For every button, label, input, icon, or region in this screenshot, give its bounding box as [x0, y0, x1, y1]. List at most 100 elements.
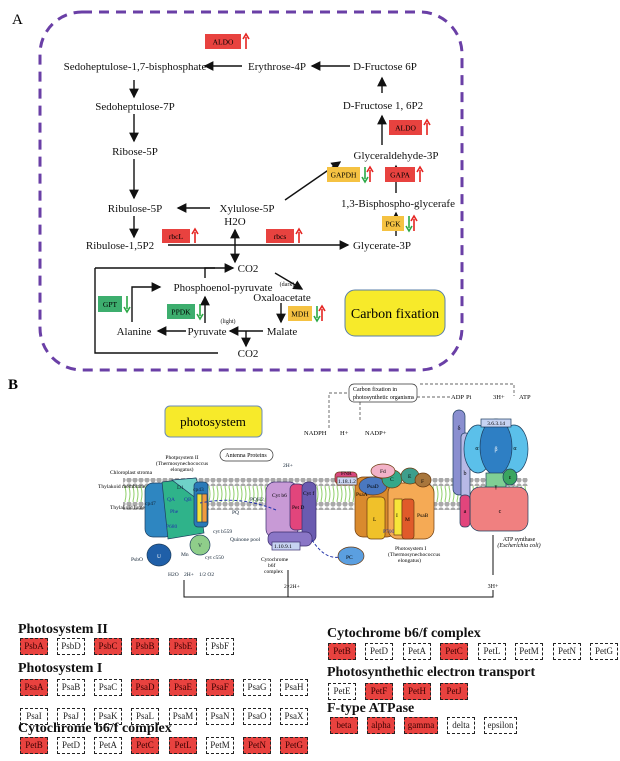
gene-box-petf[interactable]: PetF: [365, 683, 393, 700]
enzyme-pgk[interactable]: PGK: [382, 214, 418, 233]
enzyme-aldo2[interactable]: ALDO: [389, 118, 431, 135]
gene-box-psan[interactable]: PsaN: [206, 708, 234, 725]
metabolite-sedoheptulose-7p: Sedoheptulose-7P: [95, 101, 174, 113]
2h-top-label: 2H+: [283, 463, 293, 469]
alpha-label-right: α: [513, 446, 517, 452]
metabolite-ribose-5p: Ribose-5P: [112, 146, 158, 158]
gene-box-alpha[interactable]: alpha: [367, 717, 395, 734]
panel-b-diagram: B photosystem Carbon fixation in photosy…: [8, 377, 541, 598]
gene-box-petl[interactable]: PetL: [478, 643, 506, 660]
enzyme-mdh[interactable]: MDH: [288, 304, 326, 323]
down-regulated-arrow-icon: [361, 167, 369, 184]
antenna-proteins-label: Antenna Proteins: [225, 453, 267, 459]
gene-box-pete[interactable]: PetE: [328, 683, 356, 700]
gene-box-psaa[interactable]: PsaA: [20, 679, 48, 696]
photosystem-ii[interactable]: [144, 477, 211, 567]
enzyme-rbcl[interactable]: rbcL: [162, 227, 199, 243]
metabolite-bisphosphoglycerate: 1,3-Bisphospho-glycerafe: [341, 198, 455, 210]
gene-box-petd[interactable]: PetD: [57, 737, 85, 754]
gene-box-psba[interactable]: PsbA: [20, 638, 48, 655]
ps1-title-line3: elongatus): [398, 557, 421, 564]
gene-box-psai[interactable]: PsaI: [20, 708, 48, 725]
ec-1-10-9-1[interactable]: 1.10.9.1: [274, 544, 292, 550]
gene-box-petc[interactable]: PetC: [131, 737, 159, 754]
gene-box-psag[interactable]: PsaG: [243, 679, 271, 696]
enzyme-gapa[interactable]: GAPA: [385, 165, 424, 182]
cytochrome-b6f-complex[interactable]: [265, 481, 317, 551]
cyt-complex-line3: complex: [264, 569, 283, 575]
up-regulated-arrow-icon: [318, 304, 326, 321]
gene-box-petc[interactable]: PetC: [440, 643, 468, 660]
metabolite-d-fructose-6p: D-Fructose 6P: [353, 61, 417, 73]
enzyme-box: [266, 229, 294, 243]
enzyme-gpt[interactable]: GPT: [98, 296, 131, 314]
gene-box-petn[interactable]: PetN: [243, 737, 271, 754]
metabolite-ribulose-5p: Ribulose-5P: [108, 203, 162, 215]
gene-box-peta[interactable]: PetA: [403, 643, 431, 660]
gene-box-psbd[interactable]: PsbD: [57, 638, 85, 655]
carbon-fixation-link[interactable]: [348, 383, 418, 403]
gene-group-title: Photosystem II: [18, 622, 108, 637]
gene-box-psbb[interactable]: PsbB: [131, 638, 159, 655]
gene-box-delta[interactable]: delta: [447, 717, 475, 734]
carbon-fixation-border: [38, 10, 464, 372]
gene-box-psbc[interactable]: PsbC: [94, 638, 122, 655]
atp-label: ATP: [519, 394, 531, 401]
gene-box-epsilon[interactable]: epsilon: [484, 717, 517, 734]
antenna-proteins-button[interactable]: [219, 448, 274, 462]
gene-box-psbe[interactable]: PsbE: [169, 638, 197, 655]
atp-synthase[interactable]: [452, 409, 529, 532]
enzyme-name: GAPA: [390, 171, 410, 180]
gene-box-petg[interactable]: PetG: [280, 737, 308, 754]
panel-b-label: B: [8, 377, 18, 393]
m-label: M: [405, 517, 410, 523]
gene-box-psae[interactable]: PsaE: [169, 679, 197, 696]
gene-box-petn[interactable]: PetN: [553, 643, 581, 660]
metabolite-ribulose-bisphosphate: Ribulose-1,5P2: [86, 240, 154, 252]
3h-plus-label: 3H+: [493, 394, 505, 401]
ps2-subunit-labels: cp47 cp43 D1 QA QB Phe P680 PsbO U V Mn …: [131, 463, 293, 578]
gene-box-psah[interactable]: PsaH: [280, 679, 308, 696]
gene-box-psab[interactable]: PsaB: [57, 679, 85, 696]
gene-box-petj[interactable]: PetJ: [440, 683, 468, 700]
enzyme-box: [205, 34, 241, 49]
e-label: E: [408, 474, 412, 480]
enzyme-aldo1[interactable]: ALDO: [205, 32, 250, 49]
gene-box-psal[interactable]: PsaL: [131, 708, 159, 725]
gene-box-psaf[interactable]: PsaF: [206, 679, 234, 696]
gamma-label: γ: [494, 484, 498, 490]
ec-3-6-3-14[interactable]: 3.6.3.14: [487, 421, 505, 427]
atp-synthase-line2: (Escherichia coli): [497, 542, 540, 549]
gene-box-psax[interactable]: PsaX: [280, 708, 308, 725]
gene-box-peth[interactable]: PetH: [403, 683, 431, 700]
gene-box-gamma[interactable]: gamma: [404, 717, 438, 734]
gene-box-psac[interactable]: PsaC: [94, 679, 122, 696]
gene-box-psbf[interactable]: PsbF: [206, 638, 234, 655]
proton-flow-lines: [183, 499, 494, 598]
enzyme-ppdk[interactable]: PPDK: [167, 304, 204, 321]
gene-box-psao[interactable]: PsaO: [243, 708, 271, 725]
gene-box-psaj[interactable]: PsaJ: [57, 708, 85, 725]
enzyme-gapdh[interactable]: GAPDH: [327, 165, 374, 184]
condition-dark: (dark): [280, 281, 295, 288]
ec-1-18-1-2[interactable]: 1.18.1.2: [338, 479, 356, 485]
gene-box-beta[interactable]: beta: [330, 717, 358, 734]
gene-box-peta[interactable]: PetA: [94, 737, 122, 754]
gene-box-petm[interactable]: PetM: [206, 737, 234, 754]
p700-label: P700: [383, 529, 395, 535]
gene-box-petl[interactable]: PetL: [169, 737, 197, 754]
psbo-label: PsbO: [131, 557, 143, 563]
enzyme-rbcs[interactable]: rbcs: [266, 227, 303, 243]
gene-box-petg[interactable]: PetG: [590, 643, 618, 660]
gene-box-petb[interactable]: PetB: [20, 737, 48, 754]
gene-box-psak[interactable]: PsaK: [94, 708, 122, 725]
photosystem-i[interactable]: [334, 463, 435, 566]
gene-box-petb[interactable]: PetB: [328, 643, 356, 660]
gene-box-psam[interactable]: PsaM: [169, 708, 197, 725]
membrane-labels: Chloroplast stroma Thylakoid membrane Th…: [98, 470, 153, 511]
atp-subunit-labels: δ α β α γ ε b a c 3.6.3.14 ATP synthase …: [458, 421, 541, 590]
gene-box-psad[interactable]: PsaD: [131, 679, 159, 696]
quinone-pool-label: Quinone pool: [230, 537, 261, 543]
gene-box-petm[interactable]: PetM: [515, 643, 543, 660]
gene-box-petd[interactable]: PetD: [365, 643, 393, 660]
